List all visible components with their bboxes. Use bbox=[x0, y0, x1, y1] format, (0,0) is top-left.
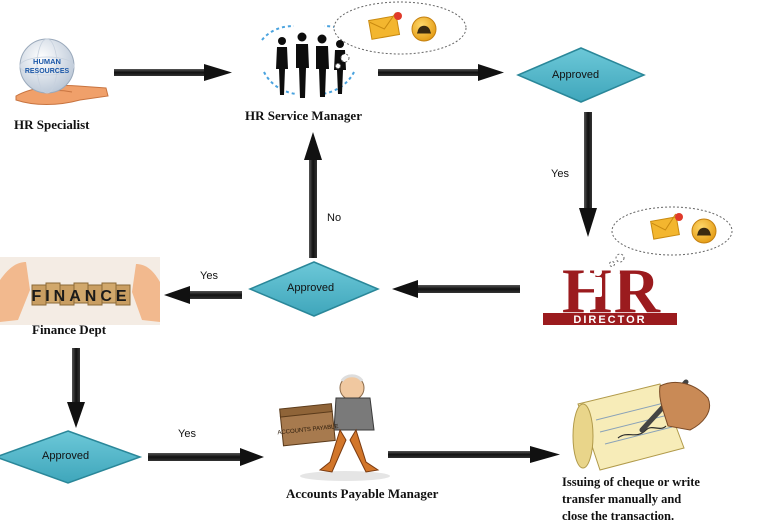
finance-dept-label: Finance Dept bbox=[32, 322, 107, 337]
bell-icon bbox=[411, 16, 437, 42]
edge-label-yes-3: Yes bbox=[178, 428, 196, 440]
svg-text:FINANCE: FINANCE bbox=[31, 288, 130, 305]
arrow-service-manager-to-approved bbox=[378, 64, 504, 81]
approved-diamond-3 bbox=[0, 430, 143, 484]
envelope-icon bbox=[650, 213, 683, 240]
issue-cheque-line-1: Issuing of cheque or write bbox=[562, 475, 700, 489]
arrow-finance-to-approved bbox=[67, 348, 85, 428]
issue-cheque-line-2: transfer manually and bbox=[562, 492, 682, 506]
approved-diamond-2 bbox=[248, 261, 380, 317]
finance-blocks-icon: FINANCE bbox=[0, 257, 160, 325]
approved-label-2: Approved bbox=[287, 282, 335, 294]
approved-label-1: Approved bbox=[552, 69, 600, 81]
speech-bubble-icon bbox=[609, 206, 733, 267]
issue-cheque-line-3: close the transaction. bbox=[562, 509, 675, 523]
svg-text:RESOURCES: RESOURCES bbox=[25, 68, 70, 75]
arrow-approved-to-finance bbox=[164, 286, 242, 304]
arrow-accounts-payable-to-cheque bbox=[388, 446, 560, 463]
globe-hand-icon: HUMAN RESOURCES bbox=[15, 38, 109, 105]
edge-label-no: No bbox=[327, 212, 342, 224]
hr-specialist-label: HR Specialist bbox=[14, 117, 90, 132]
speech-bubble-icon bbox=[333, 1, 467, 69]
worker-with-box-icon: ACCOUNTS PAYABLE bbox=[277, 374, 390, 481]
arrow-approved-to-service-manager bbox=[304, 132, 322, 258]
cheque-pen-icon bbox=[572, 379, 710, 471]
envelope-icon bbox=[368, 12, 402, 40]
hr-service-manager-label: HR Service Manager bbox=[245, 108, 362, 123]
edge-label-yes-2: Yes bbox=[200, 270, 218, 282]
accounts-payable-manager-label: Accounts Payable Manager bbox=[286, 486, 439, 501]
svg-text:HUMAN: HUMAN bbox=[33, 57, 61, 66]
bell-icon bbox=[691, 218, 717, 244]
arrow-hr-specialist-to-service-manager bbox=[114, 64, 232, 81]
issue-cheque-label: Issuing of cheque or write transfer manu… bbox=[562, 474, 700, 525]
edge-label-yes-1: Yes bbox=[551, 168, 569, 180]
approved-label-3: Approved bbox=[42, 450, 90, 462]
svg-text:DIRECTOR: DIRECTOR bbox=[573, 314, 646, 326]
business-team-icon bbox=[261, 25, 357, 98]
approved-diamond-1 bbox=[516, 47, 646, 103]
arrow-approved-to-hr-director bbox=[579, 112, 597, 237]
hr-director-logo: HR DIRECTOR bbox=[543, 255, 677, 326]
arrow-approved-to-accounts-payable bbox=[148, 448, 264, 466]
arrow-hr-director-to-approved bbox=[392, 280, 520, 298]
